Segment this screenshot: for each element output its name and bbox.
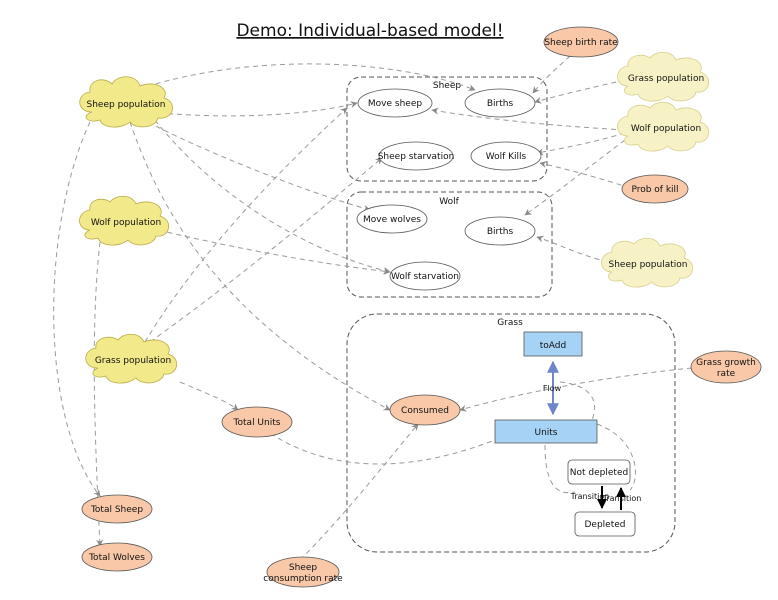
prob-of-kill-node[interactable]: Prob of kill bbox=[621, 174, 689, 204]
flow-connector[interactable]: Flow bbox=[543, 360, 562, 416]
wolf-population-ghost-cloud[interactable]: Wolf population bbox=[617, 101, 709, 152]
grass-growth-rate-node[interactable]: Grass growth rate bbox=[690, 350, 762, 384]
sheep-starvation-node[interactable]: Sheep starvation bbox=[378, 141, 455, 171]
wolf-container[interactable]: Wolf bbox=[346, 191, 553, 298]
grass-population-ghost-cloud[interactable]: Grass population bbox=[617, 51, 709, 102]
sheep-consumption-rate-node[interactable]: Sheep consumption rate bbox=[263, 556, 343, 588]
wolf-kills-node[interactable]: Wolf Kills bbox=[470, 141, 542, 171]
sheep-population-label: Sheep population bbox=[87, 100, 166, 110]
grass-container-label: Grass bbox=[497, 318, 523, 328]
transition-down[interactable]: Transition bbox=[570, 486, 610, 509]
sheep-starvation-label: Sheep starvation bbox=[378, 152, 455, 162]
wolf-container-label: Wolf bbox=[439, 197, 459, 207]
sheep-birth-rate-label: Sheep birth rate bbox=[544, 38, 618, 48]
grass-population-cloud[interactable]: Grass population bbox=[85, 333, 177, 384]
sheep-container[interactable]: Sheep bbox=[346, 76, 548, 182]
consumed-node[interactable]: Consumed bbox=[389, 394, 461, 426]
total-wolves-label: Total Wolves bbox=[88, 553, 145, 563]
move-sheep-node[interactable]: Move sheep bbox=[357, 88, 433, 118]
total-sheep-label: Total Sheep bbox=[90, 505, 143, 515]
sheep-births-node[interactable]: Births bbox=[464, 88, 536, 118]
to-add-label: toAdd bbox=[540, 341, 566, 351]
diagram-title: Demo: Individual-based model! bbox=[236, 21, 503, 41]
sheep-population-cloud[interactable]: Sheep population bbox=[79, 76, 173, 128]
grass-growth-rate-label-2: rate bbox=[717, 369, 736, 379]
sheep-container-label: Sheep bbox=[433, 81, 461, 91]
transition-down-label: Transition bbox=[570, 492, 610, 501]
consumed-label: Consumed bbox=[401, 406, 449, 416]
grass-container[interactable]: Grass bbox=[346, 313, 676, 553]
total-units-label: Total Units bbox=[233, 418, 281, 428]
depleted-label: Depleted bbox=[585, 520, 626, 530]
move-wolves-label: Move wolves bbox=[363, 215, 421, 225]
sheep-population-ghost-label: Sheep population bbox=[609, 260, 688, 270]
wolf-starvation-node[interactable]: Wolf starvation bbox=[389, 261, 461, 291]
prob-of-kill-label: Prob of kill bbox=[631, 185, 678, 195]
sheep-birth-rate-node[interactable]: Sheep birth rate bbox=[543, 26, 619, 58]
sheep-consumption-rate-label-2: consumption rate bbox=[263, 574, 343, 584]
move-wolves-node[interactable]: Move wolves bbox=[356, 204, 428, 234]
wolf-births-label: Births bbox=[487, 227, 514, 237]
grass-growth-rate-label-1: Grass growth bbox=[696, 358, 756, 368]
wolf-kills-label: Wolf Kills bbox=[486, 152, 527, 162]
total-wolves-node[interactable]: Total Wolves bbox=[81, 542, 153, 572]
connectors bbox=[53, 49, 693, 561]
not-depleted-state[interactable]: Not depleted bbox=[567, 459, 631, 485]
transition-up[interactable]: Transition bbox=[602, 487, 642, 510]
transition-up-label: Transition bbox=[602, 494, 642, 503]
grass-population-label: Grass population bbox=[95, 356, 171, 366]
not-depleted-label: Not depleted bbox=[570, 468, 628, 478]
wolf-population-label: Wolf population bbox=[91, 218, 161, 228]
wolf-births-node[interactable]: Births bbox=[464, 216, 536, 246]
sheep-population-ghost-cloud[interactable]: Sheep population bbox=[601, 237, 693, 288]
wolf-population-ghost-label: Wolf population bbox=[631, 124, 701, 134]
wolf-population-cloud[interactable]: Wolf population bbox=[79, 195, 169, 246]
total-units-node[interactable]: Total Units bbox=[221, 406, 293, 438]
sheep-consumption-rate-label-1: Sheep bbox=[289, 563, 317, 573]
sheep-births-label: Births bbox=[487, 99, 514, 109]
move-sheep-label: Move sheep bbox=[368, 99, 422, 109]
total-sheep-node[interactable]: Total Sheep bbox=[81, 494, 153, 524]
depleted-state[interactable]: Depleted bbox=[574, 511, 636, 537]
to-add-stock[interactable]: toAdd bbox=[523, 331, 583, 357]
units-label: Units bbox=[534, 428, 557, 438]
flow-label: Flow bbox=[543, 384, 562, 393]
wolf-starvation-label: Wolf starvation bbox=[391, 272, 459, 282]
units-stock[interactable]: Units bbox=[494, 419, 598, 444]
grass-population-ghost-label: Grass population bbox=[628, 74, 704, 84]
